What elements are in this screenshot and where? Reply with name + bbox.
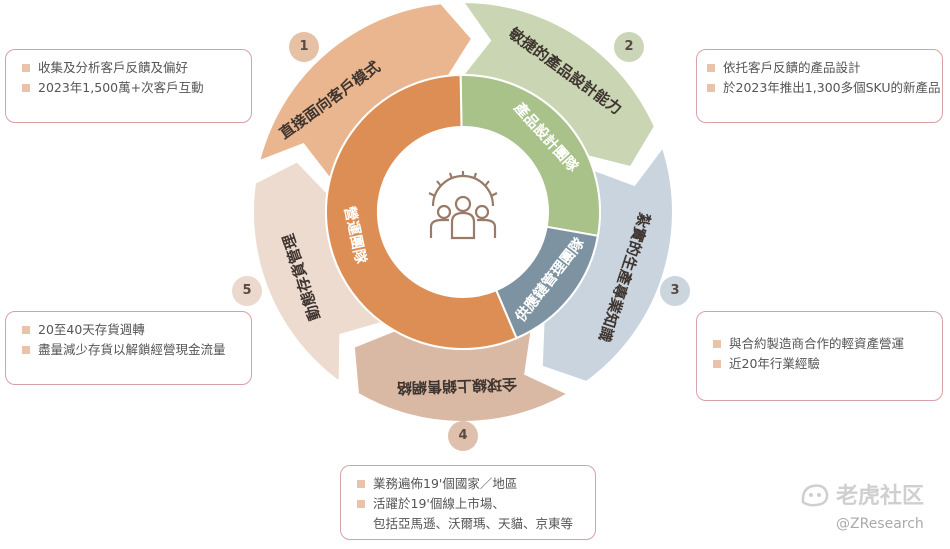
box-5-item: 盡量減少存貨以解鎖經營現金流量 [22,340,241,360]
box-1-item: 2023年1,500萬+次客戶互動 [22,78,241,98]
step-badge-1: 1 [289,32,319,62]
watermark-title: 老虎社区 [836,484,925,509]
box-2-item: 依托客戶反饋的產品設計 [707,58,932,78]
box-1: 收集及分析客戶反饋及偏好 2023年1,500萬+次客戶互動 [5,49,252,123]
box-4-continuation: 包括亞馬遜、沃爾瑪、天貓、京東等 [373,516,574,531]
box-4-item: 業務遍佈19'個國家／地區 [357,474,585,494]
watermark-handle: @ZResearch [836,516,924,532]
step-badge-2: 2 [614,32,644,62]
step-badge-3: 3 [660,276,690,306]
box-3-item: 與合約製造商合作的輕資產營運 [713,334,932,354]
box-1-item: 收集及分析客戶反饋及偏好 [22,58,241,78]
gear-team-icon [428,171,498,240]
box-4: 業務遍佈19'個國家／地區 活躍於19'個線上市場、 包括亞馬遜、沃爾瑪、天貓、… [340,465,596,540]
box-3-item: 近20年行業經驗 [713,354,932,374]
box-2: 依托客戶反饋的產品設計 於2023年推出1,300多個SKU的新產品 [696,49,943,123]
step-badge-4: 4 [448,421,478,451]
box-4-item: 活躍於19'個線上市場、 [357,494,585,514]
outer-segment-label-4: 全球線上銷售網絡 [396,375,519,397]
box-5: 20至40天存貨週轉 盡量減少存貨以解鎖經營現金流量 [5,311,252,385]
step-badge-5: 5 [232,276,262,306]
box-3: 與合約製造商合作的輕資產營運 近20年行業經驗 [696,311,943,401]
tiger-logo-icon [801,484,829,507]
box-5-item: 20至40天存貨週轉 [22,320,241,340]
inner-segment-3 [324,73,518,350]
box-2-item: 於2023年推出1,300多個SKU的新產品 [707,78,941,98]
